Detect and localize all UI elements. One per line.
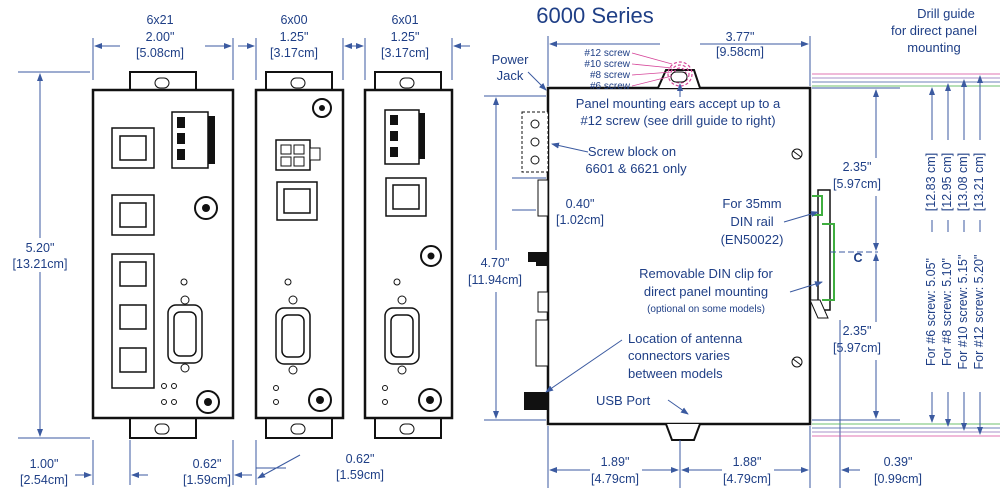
view-6x01-width-cm: [3.17cm] bbox=[381, 46, 429, 60]
bot235-cm: [5.97cm] bbox=[833, 341, 881, 355]
view-6x21-width-in: 2.00" bbox=[146, 30, 175, 44]
screwblock-line1: Screw block on bbox=[588, 144, 676, 159]
bottom-left-dimensions: 1.00" [2.54cm] 0.62" [1.59cm] 0.62" [1.5… bbox=[20, 440, 384, 487]
drill-in-10: For #10 screw: 5.15" bbox=[956, 255, 970, 370]
drill-title-line2: for direct panel bbox=[891, 23, 977, 38]
drill-in-6: For #6 screw: 5.05" bbox=[924, 258, 938, 366]
screw-8: #8 screw bbox=[590, 70, 631, 81]
antenna-line3: between models bbox=[628, 366, 723, 381]
ear-offset-in: 1.00" bbox=[30, 457, 59, 471]
usb-port-label: USB Port bbox=[596, 393, 651, 408]
b189-cm: [4.79cm] bbox=[591, 472, 639, 486]
height-in: 5.20" bbox=[26, 241, 55, 255]
screwblock-line2: 6601 & 6621 only bbox=[585, 161, 687, 176]
clip-line2: direct panel mounting bbox=[644, 284, 768, 299]
drill-cm-6: [12.83 cm] bbox=[924, 153, 938, 211]
screw-10: #10 screw bbox=[584, 59, 630, 70]
side-width-in: 3.77" bbox=[726, 30, 755, 44]
ear-b-cm: [1.59cm] bbox=[336, 468, 384, 482]
din-line2: DIN rail bbox=[730, 214, 773, 229]
c-label: C bbox=[853, 251, 862, 265]
view-6x01-name: 6x01 bbox=[391, 13, 418, 27]
view-6x21: 6x21 2.00" [5.08cm] bbox=[91, 13, 235, 439]
ear-offset-cm: [2.54cm] bbox=[20, 473, 68, 487]
b188-cm: [4.79cm] bbox=[723, 472, 771, 486]
view-6x21-name: 6x21 bbox=[146, 13, 173, 27]
view-6x21-width-cm: [5.08cm] bbox=[136, 46, 184, 60]
mounting-ears-line1: Panel mounting ears accept up to a bbox=[576, 96, 781, 111]
clip-line3: (optional on some models) bbox=[647, 304, 765, 315]
side-annotations: 3.77" [9.58cm] #12 screw #10 screw #8 sc… bbox=[468, 30, 922, 488]
screw-12: #12 screw bbox=[584, 48, 630, 59]
h470-in: 4.70" bbox=[481, 256, 510, 270]
h470-cm: [11.94cm] bbox=[468, 273, 522, 287]
b039-cm: [0.99cm] bbox=[874, 472, 922, 486]
drill-guide: Drill guide for direct panel mounting [1… bbox=[812, 6, 1000, 437]
side-body bbox=[546, 86, 812, 426]
side-width-cm: [9.58cm] bbox=[716, 45, 764, 59]
drill-cm-8: [12.95 cm] bbox=[940, 153, 954, 211]
view-6x00-width-cm: [3.17cm] bbox=[270, 46, 318, 60]
clip-line1: Removable DIN clip for bbox=[639, 266, 773, 281]
top235-cm: [5.97cm] bbox=[833, 177, 881, 191]
device-6x00-body bbox=[254, 88, 345, 420]
height-cm: [13.21cm] bbox=[13, 257, 68, 271]
antenna-line2: connectors varies bbox=[628, 348, 730, 363]
top235-in: 2.35" bbox=[843, 160, 872, 174]
b039-in: 0.39" bbox=[884, 455, 913, 469]
drawing-title: 6000 Series bbox=[536, 3, 653, 28]
height-dimension-left: 5.20" [13.21cm] bbox=[13, 71, 90, 439]
din-line3: (EN50022) bbox=[721, 232, 784, 247]
ear-b-in: 0.62" bbox=[346, 452, 375, 466]
screw-6: #6 screw bbox=[590, 81, 631, 92]
drill-in-12: For #12 screw: 5.20" bbox=[972, 255, 986, 370]
d040-in: 0.40" bbox=[566, 197, 595, 211]
mounting-ears-line2: #12 screw (see drill guide to right) bbox=[580, 113, 775, 128]
drill-title-line1: Drill guide bbox=[917, 6, 975, 21]
view-6x00-width-in: 1.25" bbox=[280, 30, 309, 44]
b189-in: 1.89" bbox=[601, 455, 630, 469]
d040-cm: [1.02cm] bbox=[556, 213, 604, 227]
ear-a-cm: [1.59cm] bbox=[183, 473, 231, 487]
view-6x00-name: 6x00 bbox=[280, 13, 307, 27]
drill-cm-12: [13.21 cm] bbox=[972, 153, 986, 211]
drill-in-8: For #8 screw: 5.10" bbox=[940, 258, 954, 366]
antenna-line1: Location of antenna bbox=[628, 331, 743, 346]
b188-in: 1.88" bbox=[733, 455, 762, 469]
drill-title-line3: mounting bbox=[907, 40, 960, 55]
power-jack-line2: Jack bbox=[497, 68, 524, 83]
power-jack-line1: Power bbox=[492, 52, 530, 67]
drill-cm-10: [13.08 cm] bbox=[956, 153, 970, 211]
view-6x01: 6x01 1.25" [3.17cm] bbox=[347, 13, 470, 439]
din-line1: For 35mm bbox=[722, 196, 781, 211]
view-6x01-width-in: 1.25" bbox=[391, 30, 420, 44]
view-6x00: 6x00 1.25" [3.17cm] bbox=[238, 13, 361, 439]
ear-a-in: 0.62" bbox=[193, 457, 222, 471]
bot235-in: 2.35" bbox=[843, 324, 872, 338]
